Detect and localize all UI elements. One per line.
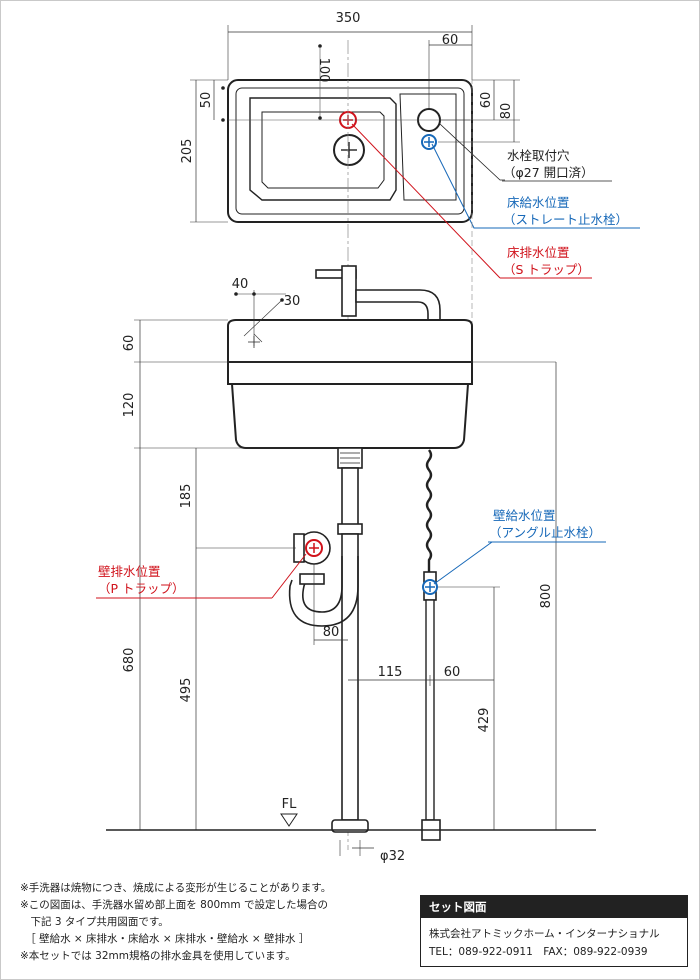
dim-side-495: 495 bbox=[179, 678, 194, 703]
set-drawing-box: セット図面 株式会社アトミックホーム・インターナショナル TEL：089-922… bbox=[420, 895, 688, 967]
note-line: ※本セットでは 32mm規格の排水金具を使用しています。 bbox=[20, 950, 296, 962]
wall-drain-label: 壁排水位置 bbox=[98, 564, 161, 579]
wall-supply-label: 壁給水位置 bbox=[493, 508, 556, 523]
dim-side-115: 115 bbox=[378, 665, 403, 680]
dim-side-120: 120 bbox=[122, 393, 137, 418]
dim-top-60: 60 bbox=[442, 33, 459, 48]
faucet-hole-label: 水栓取付穴 bbox=[507, 148, 570, 163]
dim-top-100: 100 bbox=[316, 58, 331, 83]
dim-side-429: 429 bbox=[477, 708, 492, 733]
dim-top-right-80: 80 bbox=[499, 103, 514, 120]
set-box-title: セット図面 bbox=[421, 896, 687, 918]
company-name: 株式会社アトミックホーム・インターナショナル bbox=[429, 928, 660, 940]
dim-side-800: 800 bbox=[539, 584, 554, 609]
wall-drain-leader bbox=[271, 553, 307, 599]
dim-top-205: 205 bbox=[180, 139, 195, 164]
floor-supply-spec: （ストレート止水栓） bbox=[503, 212, 628, 227]
note-line: ※この図面は、手洗器水留め部上面を 800mm で設定した場合の bbox=[20, 899, 328, 911]
floor-drain-leader bbox=[351, 123, 501, 279]
note-line: ※手洗器は焼物につき、焼成による変形が生じることがあります。 bbox=[20, 882, 332, 894]
wall-supply-spec: （アングル止水栓） bbox=[489, 525, 601, 540]
front-dimensions bbox=[106, 290, 596, 856]
floor-supply-label: 床給水位置 bbox=[507, 195, 570, 210]
dim-side-40: 40 bbox=[232, 277, 249, 292]
note-line: ［ 壁給水 × 床排水・床給水 × 床排水・壁給水 × 壁排水 ］ bbox=[20, 933, 310, 945]
company-contact: TEL：089-922-0911 FAX：089-922-0939 bbox=[429, 946, 648, 958]
dim-side-185: 185 bbox=[179, 484, 194, 509]
floor-drain-spec: （S トラップ） bbox=[503, 262, 590, 277]
top-view bbox=[190, 25, 520, 223]
dim-top-width: 350 bbox=[336, 11, 361, 26]
floor-supply-leader bbox=[431, 143, 505, 229]
notes: ※手洗器は焼物につき、焼成による変形が生じることがあります。 ※この図面は、手洗… bbox=[20, 880, 400, 965]
note-line: 下記 3 タイプ共用図面です。 bbox=[20, 916, 169, 928]
faucet-hole-leader bbox=[439, 123, 505, 181]
dim-top-right-60: 60 bbox=[479, 92, 494, 109]
dim-top-50: 50 bbox=[199, 92, 214, 109]
wall-drain-spec: （P トラップ） bbox=[98, 581, 185, 596]
floor-drain-label: 床排水位置 bbox=[507, 245, 570, 260]
faucet-hole-spec: （φ27 開口済） bbox=[503, 165, 594, 180]
dim-side-60: 60 bbox=[122, 335, 137, 352]
dim-side-60b: 60 bbox=[444, 665, 461, 680]
front-view bbox=[227, 265, 473, 841]
floor-level: FL bbox=[282, 797, 297, 812]
dim-side-30: 30 bbox=[284, 294, 301, 309]
dim-side-680: 680 bbox=[122, 648, 137, 673]
dim-pipe-dia: φ32 bbox=[380, 849, 405, 864]
dim-side-80: 80 bbox=[323, 625, 340, 640]
wall-supply-leader bbox=[433, 541, 493, 585]
